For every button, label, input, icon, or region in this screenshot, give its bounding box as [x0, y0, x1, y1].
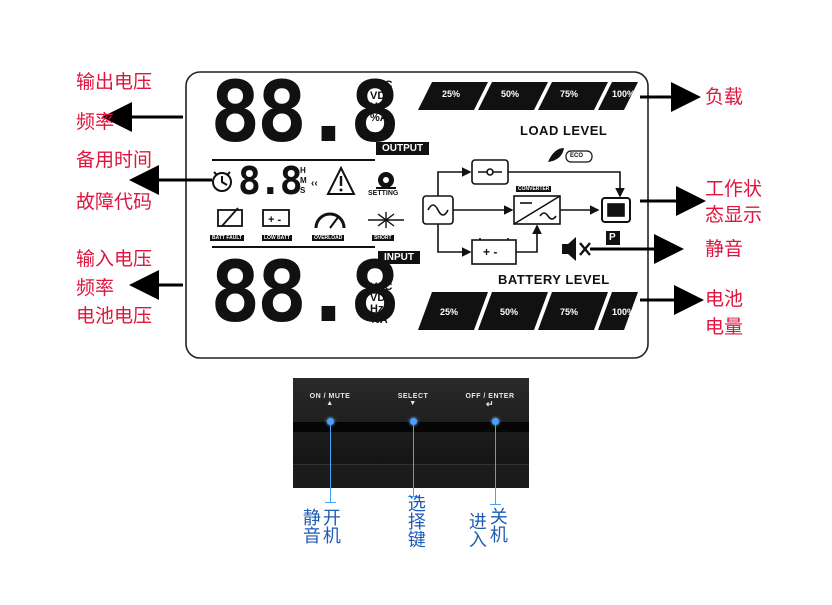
button-strip	[293, 422, 529, 432]
time-digits: 8.8	[238, 159, 303, 203]
label-work-status-2: 态显示	[705, 204, 763, 226]
on-mute-label: ON / MUTE▲	[309, 393, 351, 407]
caption-area	[293, 488, 529, 548]
short-caption: SHORT	[372, 235, 394, 241]
eco-badge	[565, 150, 593, 163]
output-digits: 88.8	[210, 63, 400, 161]
batt-seg-2	[478, 292, 548, 330]
load-seg-2	[478, 82, 548, 110]
load-level-bars	[418, 82, 638, 110]
battery-line-out	[516, 224, 542, 253]
label-battery-1: 电池	[705, 288, 744, 310]
label-input-voltage: 输入电压	[76, 248, 153, 270]
label-fault-code: 故障代码	[76, 191, 153, 213]
output-tag: OUTPUT	[376, 142, 430, 155]
select-label: SELECT▼	[397, 393, 429, 407]
batt-seg-3	[538, 292, 608, 330]
overload-gauge-icon	[314, 212, 346, 229]
label-frequency-2: 频率	[76, 277, 115, 299]
flow-diagram	[422, 159, 631, 265]
mute-icon	[562, 237, 591, 261]
label-battery-2: 电量	[705, 316, 744, 338]
on-mute-button[interactable]	[327, 418, 334, 425]
lcd-panel	[185, 71, 649, 359]
battery-level-label: BATTERY LEVEL	[498, 272, 610, 287]
input-digits: 88.8	[210, 243, 400, 341]
output-socket-icon	[601, 197, 631, 223]
p-label: P	[609, 232, 616, 243]
label-load: 负载	[705, 86, 744, 108]
svg-text:+ -: + -	[268, 214, 281, 226]
setting-label: SETTING	[368, 190, 399, 197]
eco-leaf-icon	[548, 148, 564, 162]
batt-fault-caption: BATT FAULT	[210, 235, 245, 241]
caption-power-off: 关机	[486, 507, 508, 543]
bypass-line-out	[508, 171, 625, 198]
panel-lower	[293, 464, 529, 489]
batt-seg-4	[598, 292, 638, 330]
off-enter-button[interactable]	[492, 418, 499, 425]
batt-seg-1	[418, 292, 488, 330]
converter-label: CONVERTER	[516, 186, 552, 192]
label-mute: 静音	[705, 238, 744, 260]
overload-caption: OVERLOAD	[312, 235, 345, 241]
caption-mute: 静音	[299, 508, 321, 544]
caption-enter: 进入	[465, 512, 487, 548]
label-backup-time: 备用时间	[76, 149, 153, 171]
battery-plus-minus: + -	[483, 245, 497, 259]
load-seg-1	[418, 82, 488, 110]
time-arrow: ‹‹	[311, 178, 318, 189]
button-panel	[293, 378, 529, 489]
clock-icon	[212, 171, 232, 192]
leader-off-enter	[495, 425, 496, 505]
load-level-label: LOAD LEVEL	[520, 123, 608, 138]
eco-label: ECO	[570, 153, 584, 159]
warning-icon	[326, 165, 356, 195]
select-button[interactable]	[410, 418, 417, 425]
label-battery-voltage: 电池电压	[76, 305, 153, 327]
caption-power-on: 开机	[319, 508, 341, 544]
short-icon	[368, 212, 404, 228]
label-frequency-1: 频率	[76, 111, 115, 133]
input-tag: INPUT	[378, 251, 420, 264]
off-enter-label: OFF / ENTER↵	[465, 393, 515, 409]
battery-level-bars	[418, 292, 638, 330]
batt-fault-icon	[217, 207, 243, 227]
bypass-line-in	[437, 167, 472, 196]
low-batt-caption: LOW BATT	[262, 235, 293, 241]
leader-select	[413, 425, 414, 497]
low-batt-icon	[262, 209, 290, 227]
sine-icon	[427, 204, 449, 216]
caption-select: 选择键	[404, 494, 426, 548]
setting-gear-icon	[376, 172, 396, 189]
p-box	[606, 231, 620, 245]
load-seg-3	[538, 82, 608, 110]
leader-on-mute	[330, 425, 331, 503]
battery-line-in	[437, 224, 472, 257]
label-work-status-1: 工作状	[705, 178, 763, 200]
load-seg-4	[598, 82, 638, 110]
label-output-voltage: 输出电压	[76, 71, 153, 93]
